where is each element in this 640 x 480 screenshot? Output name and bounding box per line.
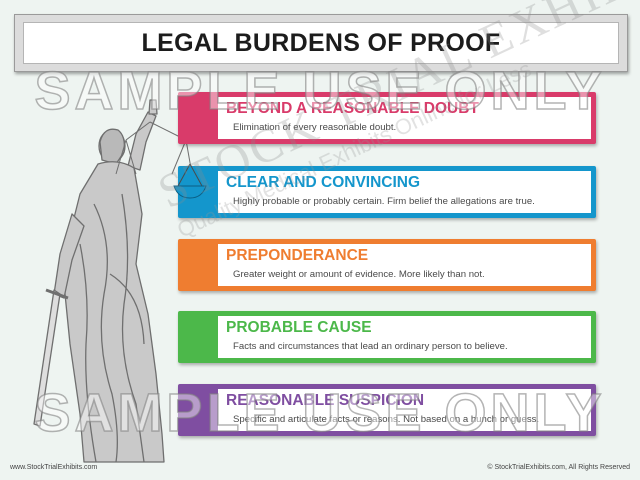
burden-card-reasonable-suspicion: REASONABLE SUSPICION Specific and articu… xyxy=(178,384,596,436)
card-body xyxy=(218,316,591,358)
burden-description: Specific and articulate facts or reasons… xyxy=(233,414,540,425)
burden-title: BEYOND A REASONABLE DOUBT xyxy=(226,100,479,117)
footer-website: www.StockTrialExhibits.com xyxy=(10,464,98,471)
burden-description: Facts and circumstances that lead an ord… xyxy=(233,341,508,352)
burden-description: Highly probable or probably certain. Fir… xyxy=(233,196,535,207)
card-body xyxy=(218,171,591,213)
burden-card-beyond-reasonable-doubt: BEYOND A REASONABLE DOUBT Elimination of… xyxy=(178,92,596,144)
burden-card-clear-and-convincing: CLEAR AND CONVINCING Highly probable or … xyxy=(178,166,596,218)
title-panel: LEGAL BURDENS OF PROOF xyxy=(23,22,619,64)
burden-card-probable-cause: PROBABLE CAUSE Facts and circumstances t… xyxy=(178,311,596,363)
footer-copyright: © StockTrialExhibits.com, All Rights Res… xyxy=(487,464,630,471)
card-body xyxy=(218,244,591,286)
page-title: LEGAL BURDENS OF PROOF xyxy=(141,28,501,57)
burden-description: Elimination of every reasonable doubt. xyxy=(233,122,397,133)
card-body xyxy=(218,97,591,139)
burden-title: PREPONDERANCE xyxy=(226,247,369,264)
burden-title: PROBABLE CAUSE xyxy=(226,319,372,336)
title-bar: LEGAL BURDENS OF PROOF xyxy=(14,14,628,72)
burden-title: CLEAR AND CONVINCING xyxy=(226,174,421,191)
burden-description: Greater weight or amount of evidence. Mo… xyxy=(233,269,485,280)
card-body xyxy=(218,389,591,431)
lady-justice-icon xyxy=(33,99,192,463)
burden-title: REASONABLE SUSPICION xyxy=(226,392,425,409)
burden-card-preponderance: PREPONDERANCE Greater weight or amount o… xyxy=(178,239,596,291)
balance-scale-icon xyxy=(173,164,207,199)
